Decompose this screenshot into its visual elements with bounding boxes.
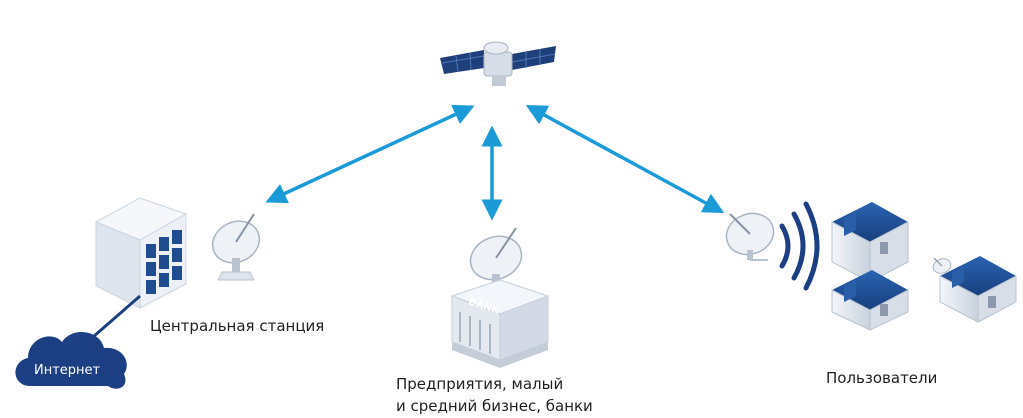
arrow-satellite-users xyxy=(525,104,725,214)
internet-label: Интернет xyxy=(34,363,101,378)
users-label: Пользователи xyxy=(826,369,938,387)
satellite-dish-icon xyxy=(469,227,523,286)
enterprise-label-line1: Предприятия, малый xyxy=(396,375,564,393)
central-station-label: Центральная станция xyxy=(150,317,325,335)
enterprise-label: Предприятия, малый и средний бизнес, бан… xyxy=(396,373,593,417)
server-icon xyxy=(94,197,188,309)
satellite-dish-icon xyxy=(211,213,261,281)
house-icon xyxy=(831,270,909,331)
cloud-icon xyxy=(15,331,127,389)
server-window-grid xyxy=(146,230,182,294)
bank-building-icon xyxy=(450,279,550,368)
satellite-dish-icon xyxy=(932,257,952,274)
house-icon xyxy=(939,256,1017,323)
satellite-icon xyxy=(440,41,556,86)
satellite-dish-icon xyxy=(725,212,775,261)
link-arrows xyxy=(265,104,725,221)
signal-waves-icon xyxy=(779,201,820,291)
house-icon xyxy=(831,202,909,283)
enterprise-label-line2: и средний бизнес, банки xyxy=(396,397,593,415)
arrow-satellite-central xyxy=(265,104,475,204)
